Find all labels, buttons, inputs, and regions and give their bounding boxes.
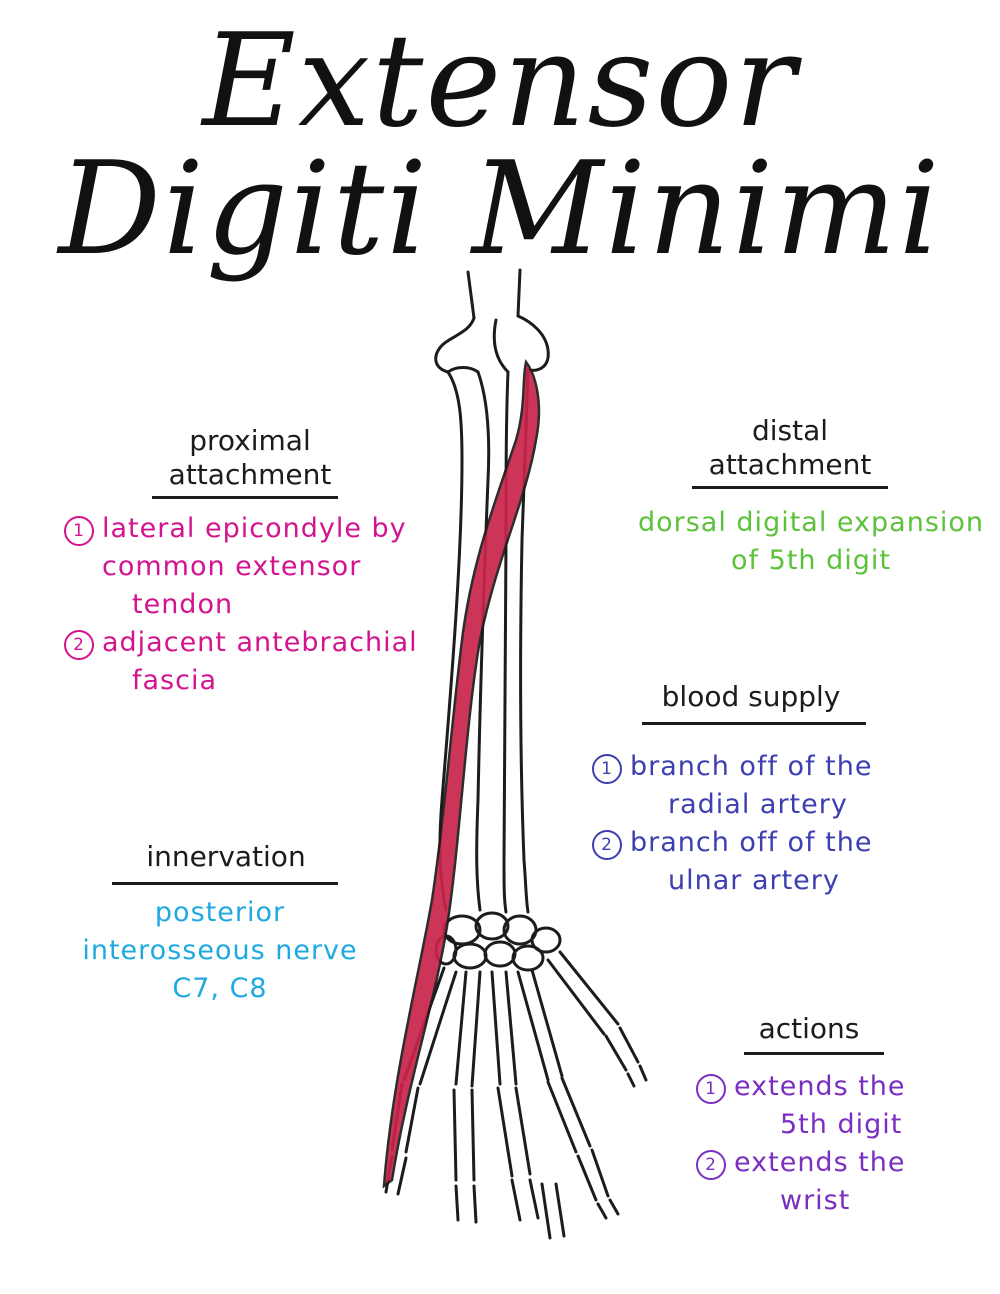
innervation-text: posterior interosseous nerve C7, C8 (70, 894, 370, 1008)
innervation-heading: innervation (116, 840, 336, 874)
innervation-line3: C7, C8 (70, 970, 370, 1008)
actions-item-2-line1: extends the (734, 1144, 906, 1182)
distal-heading-rule (692, 486, 888, 489)
proximal-item-1-line2: common extensor (102, 548, 407, 586)
proximal-heading-line2: attachment (160, 458, 340, 492)
actions-item-1-line1: extends the (734, 1068, 906, 1106)
distal-line1: dorsal digital expansion (636, 504, 986, 542)
innervation-line1: posterior (70, 894, 370, 932)
number-badge: 2 (696, 1150, 726, 1180)
blood-supply-heading: blood supply (646, 680, 856, 714)
blood-supply-list: 1 branch off of the radial artery 2 bran… (592, 748, 952, 900)
blood-item-1-line2: radial artery (630, 786, 872, 824)
humerus-bone (468, 270, 520, 318)
ulna-bone (504, 372, 508, 912)
proximal-attachment-list: 1 lateral epicondyle by common extensor … (64, 510, 434, 700)
proximal-item-1-line1: lateral epicondyle by (102, 510, 407, 548)
proximal-heading-line1: proximal (160, 424, 340, 458)
actions-heading: actions (744, 1012, 874, 1046)
blood-item-2-line2: ulnar artery (630, 862, 872, 900)
innervation-line2: interosseous nerve (70, 932, 370, 970)
actions-item-1: 1 extends the 5th digit (696, 1068, 986, 1144)
proximal-item-2-line1: adjacent antebrachial (102, 624, 418, 662)
proximal-heading-rule (152, 496, 338, 499)
distal-attachment-text: dorsal digital expansion of 5th digit (636, 504, 986, 580)
actions-item-2-line2: wrist (734, 1182, 906, 1220)
distal-line2: of 5th digit (636, 542, 986, 580)
proximal-item-1-line3: tendon (102, 586, 407, 624)
blood-item-2: 2 branch off of the ulnar artery (592, 824, 952, 900)
distal-heading-line2: attachment (700, 448, 880, 482)
actions-item-2: 2 extends the wrist (696, 1144, 986, 1220)
number-badge: 2 (64, 630, 94, 660)
blood-item-1: 1 branch off of the radial artery (592, 748, 952, 824)
number-badge: 1 (696, 1074, 726, 1104)
number-badge: 1 (592, 754, 622, 784)
blood-item-2-line1: branch off of the (630, 824, 872, 862)
distal-heading-line1: distal (700, 414, 880, 448)
actions-list: 1 extends the 5th digit 2 extends the wr… (696, 1068, 986, 1220)
actions-heading-rule (744, 1052, 884, 1055)
number-badge: 1 (64, 516, 94, 546)
carpal-bones (436, 913, 560, 970)
innervation-heading-rule (112, 882, 338, 885)
blood-supply-heading-rule (642, 722, 866, 725)
blood-item-1-line1: branch off of the (630, 748, 872, 786)
proximal-attachment-heading: proximal attachment (160, 424, 340, 492)
proximal-item-2: 2 adjacent antebrachial fascia (64, 624, 434, 700)
proximal-item-2-line2: fascia (132, 662, 418, 700)
proximal-item-1: 1 lateral epicondyle by common extensor … (64, 510, 434, 624)
distal-attachment-heading: distal attachment (700, 414, 880, 482)
phalanges (386, 1028, 646, 1238)
actions-item-1-line2: 5th digit (734, 1106, 906, 1144)
number-badge: 2 (592, 830, 622, 860)
